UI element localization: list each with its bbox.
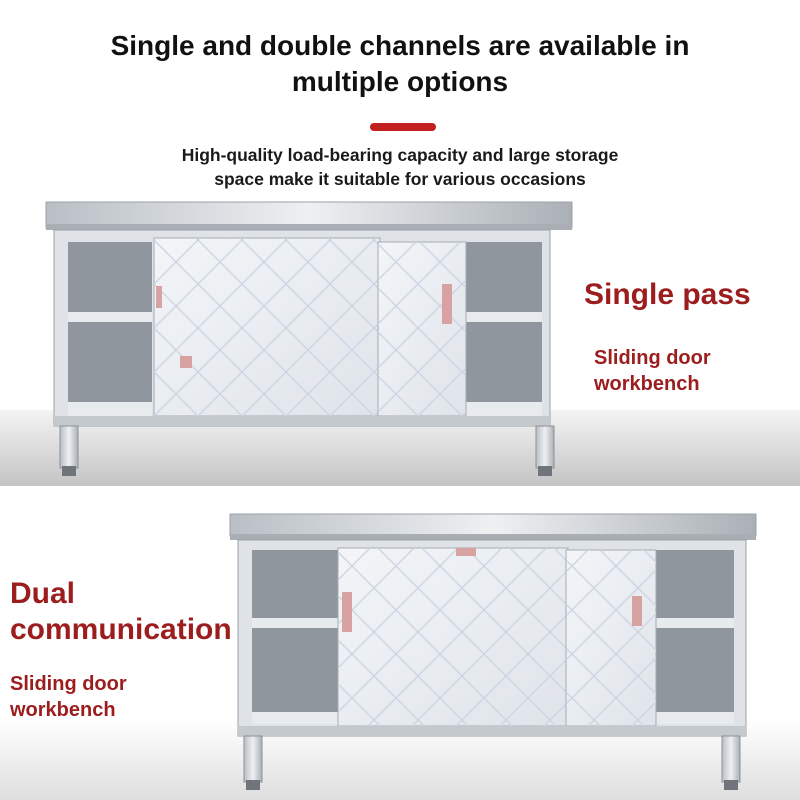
dual-communication-title-line-2: communication xyxy=(10,613,232,646)
right-shelf xyxy=(466,312,542,322)
dual-communication-workbench-scene xyxy=(0,500,800,800)
dual-communication-subtitle-line-2: workbench xyxy=(10,699,116,721)
left-shelf xyxy=(252,618,338,628)
subheadline: High-quality load-bearing capacity and l… xyxy=(110,143,690,191)
dual-communication-subtitle-line-1: Sliding door xyxy=(10,673,127,695)
headline: Single and double channels are available… xyxy=(40,28,760,100)
single-pass-workbench-scene xyxy=(0,196,800,486)
headline-line-2: multiple options xyxy=(291,66,509,97)
subheadline-line-1: High-quality load-bearing capacity and l… xyxy=(181,145,619,165)
accent-divider xyxy=(370,123,436,131)
headline-line-1: Single and double channels are available… xyxy=(110,30,690,61)
left-compartment xyxy=(68,242,152,416)
leg xyxy=(721,735,741,783)
single-pass-title: Single pass xyxy=(584,278,751,311)
leg xyxy=(243,735,263,783)
tabletop xyxy=(45,201,573,229)
dual-communication-workbench-image xyxy=(0,513,800,800)
single-pass-subtitle-line-1: Sliding door xyxy=(594,347,711,369)
single-pass-subtitle-line-2: workbench xyxy=(594,373,700,395)
single-pass-workbench-image xyxy=(0,201,800,486)
left-shelf xyxy=(68,312,152,322)
leg xyxy=(59,425,79,469)
leg xyxy=(535,425,555,469)
subheadline-line-2: space make it suitable for various occas… xyxy=(214,169,586,189)
left-compartment xyxy=(252,550,338,724)
right-shelf xyxy=(656,618,734,628)
right-compartment xyxy=(656,550,734,724)
tabletop xyxy=(229,513,757,537)
dual-communication-title-line-1: Dual xyxy=(10,577,76,610)
right-compartment xyxy=(466,242,542,416)
